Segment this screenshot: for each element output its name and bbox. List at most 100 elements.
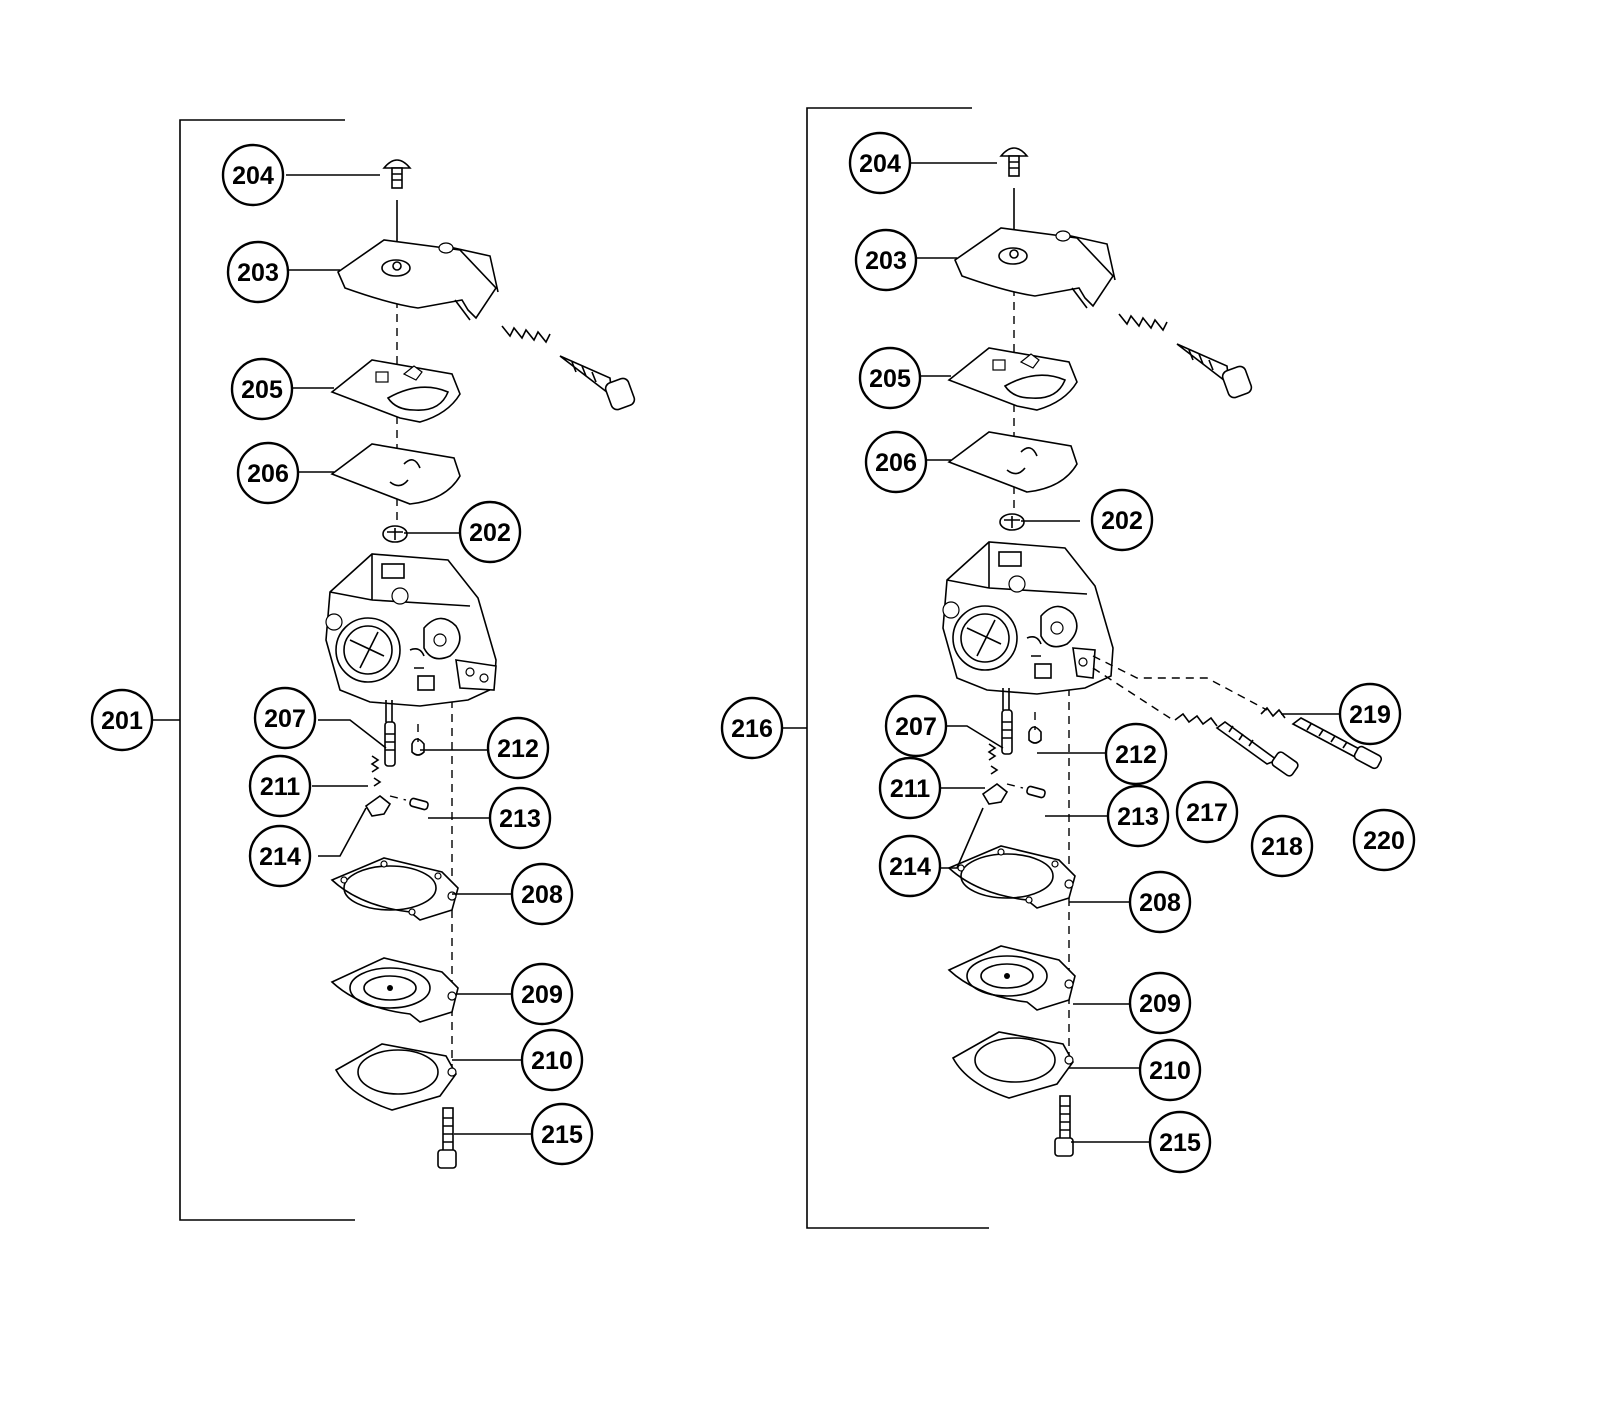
part-screw-215 bbox=[437, 1107, 457, 1169]
part-screen-202 bbox=[999, 513, 1025, 531]
part-gasket-208 bbox=[947, 845, 1076, 909]
callout-number: 210 bbox=[1149, 1057, 1191, 1085]
callout-circle bbox=[1352, 808, 1416, 872]
callout-circle bbox=[720, 696, 784, 760]
callout-circle bbox=[458, 500, 522, 564]
callout-circle bbox=[1175, 780, 1239, 844]
callout-left-209: 209 bbox=[510, 962, 574, 1026]
callout-number: 207 bbox=[264, 705, 306, 733]
part-cover-210 bbox=[334, 1043, 457, 1111]
axis-dash bbox=[1013, 288, 1070, 1068]
callout-right-208: 208 bbox=[1128, 870, 1192, 934]
part-carburetor-body-right bbox=[942, 541, 1114, 695]
callout-number: 209 bbox=[521, 981, 563, 1009]
callout-right-205: 205 bbox=[858, 346, 922, 410]
callout-circle bbox=[878, 834, 942, 898]
callout-left-207: 207 bbox=[253, 686, 317, 750]
callout-layer: 201 204 203 205 206 202 207 212 211 213 214 208 209 2… bbox=[90, 131, 1416, 1174]
callout-number: 212 bbox=[497, 735, 539, 763]
callout-number: 204 bbox=[232, 162, 274, 190]
part-diaphragm-209 bbox=[330, 957, 459, 1023]
callout-circle bbox=[884, 694, 948, 758]
part-diaphragm-209 bbox=[947, 945, 1076, 1011]
callout-right-220: 220 bbox=[1352, 808, 1416, 872]
callout-number: 214 bbox=[259, 843, 301, 871]
callout-right-210: 210 bbox=[1138, 1038, 1202, 1102]
callout-number: 211 bbox=[260, 773, 300, 801]
assembly-label-right: 216 bbox=[720, 696, 784, 760]
callout-right-218: 218 bbox=[1250, 814, 1314, 878]
callout-circle bbox=[226, 240, 290, 304]
part-gasket-205 bbox=[330, 359, 461, 423]
callout-number: 215 bbox=[541, 1121, 583, 1149]
callout-circle bbox=[90, 688, 154, 752]
part-adjust-needle-right bbox=[1118, 313, 1253, 399]
callout-left-210: 210 bbox=[520, 1028, 584, 1092]
callout-circle bbox=[858, 346, 922, 410]
callout-circle bbox=[253, 686, 317, 750]
axis-dash bbox=[396, 300, 453, 1080]
assembly-left bbox=[130, 119, 636, 1221]
callout-number: 212 bbox=[1115, 741, 1157, 769]
part-needles-217-220 bbox=[1092, 655, 1383, 777]
callout-number: 205 bbox=[869, 365, 911, 393]
callout-circle bbox=[486, 716, 550, 780]
assembly-bracket-left bbox=[150, 119, 355, 1221]
callout-number: 218 bbox=[1261, 833, 1303, 861]
callout-circle bbox=[864, 430, 928, 494]
callout-right-207: 207 bbox=[884, 694, 948, 758]
callout-circle bbox=[1104, 722, 1168, 786]
callout-right-203: 203 bbox=[854, 228, 918, 292]
callout-number: 206 bbox=[247, 460, 289, 488]
callout-circle bbox=[1090, 488, 1154, 552]
part-diaphragm-206 bbox=[947, 431, 1078, 493]
callout-number: 216 bbox=[731, 715, 773, 743]
callout-number: 215 bbox=[1159, 1129, 1201, 1157]
part-cover-203 bbox=[337, 239, 499, 321]
callout-number: 202 bbox=[469, 519, 511, 547]
callout-circle bbox=[878, 756, 942, 820]
callout-left-203: 203 bbox=[226, 240, 290, 304]
callout-number: 213 bbox=[499, 805, 541, 833]
callout-circle bbox=[1338, 682, 1402, 746]
callout-number: 206 bbox=[875, 449, 917, 477]
callout-right-202: 202 bbox=[1090, 488, 1154, 552]
callout-circle bbox=[1148, 1110, 1212, 1174]
part-cover-210 bbox=[951, 1031, 1074, 1099]
callout-left-213: 213 bbox=[488, 786, 552, 850]
callout-circle bbox=[1138, 1038, 1202, 1102]
part-gasket-205 bbox=[947, 347, 1078, 411]
callout-circle bbox=[236, 441, 300, 505]
callout-number: 204 bbox=[859, 150, 901, 178]
callout-number: 203 bbox=[865, 247, 907, 275]
callout-number: 207 bbox=[895, 713, 937, 741]
callout-circle bbox=[1250, 814, 1314, 878]
part-screw-204 bbox=[382, 159, 412, 189]
callout-circle bbox=[221, 143, 285, 207]
callout-left-215: 215 bbox=[530, 1102, 594, 1166]
callout-circle bbox=[530, 1102, 594, 1166]
callout-number: 211 bbox=[890, 775, 930, 803]
assembly-bracket-right bbox=[782, 107, 989, 1229]
callout-right-206: 206 bbox=[864, 430, 928, 494]
callout-left-204: 204 bbox=[221, 143, 285, 207]
callout-right-217: 217 bbox=[1175, 780, 1239, 844]
callout-right-219: 219 bbox=[1338, 682, 1402, 746]
callout-number: 202 bbox=[1101, 507, 1143, 535]
callout-left-208: 208 bbox=[510, 862, 574, 926]
part-screw-204 bbox=[999, 147, 1029, 177]
assembly-label-left: 201 bbox=[90, 688, 154, 752]
part-cover-203 bbox=[954, 227, 1116, 309]
callout-number: 208 bbox=[521, 881, 563, 909]
callout-number: 205 bbox=[241, 376, 283, 404]
part-screen-202 bbox=[382, 525, 408, 543]
assembly-right bbox=[782, 107, 1383, 1229]
callout-left-206: 206 bbox=[236, 441, 300, 505]
callout-circle bbox=[248, 824, 312, 888]
part-gasket-208 bbox=[330, 857, 459, 921]
callout-left-202: 202 bbox=[458, 500, 522, 564]
callout-right-214: 214 bbox=[878, 834, 942, 898]
callout-number: 208 bbox=[1139, 889, 1181, 917]
callout-circle bbox=[248, 754, 312, 818]
